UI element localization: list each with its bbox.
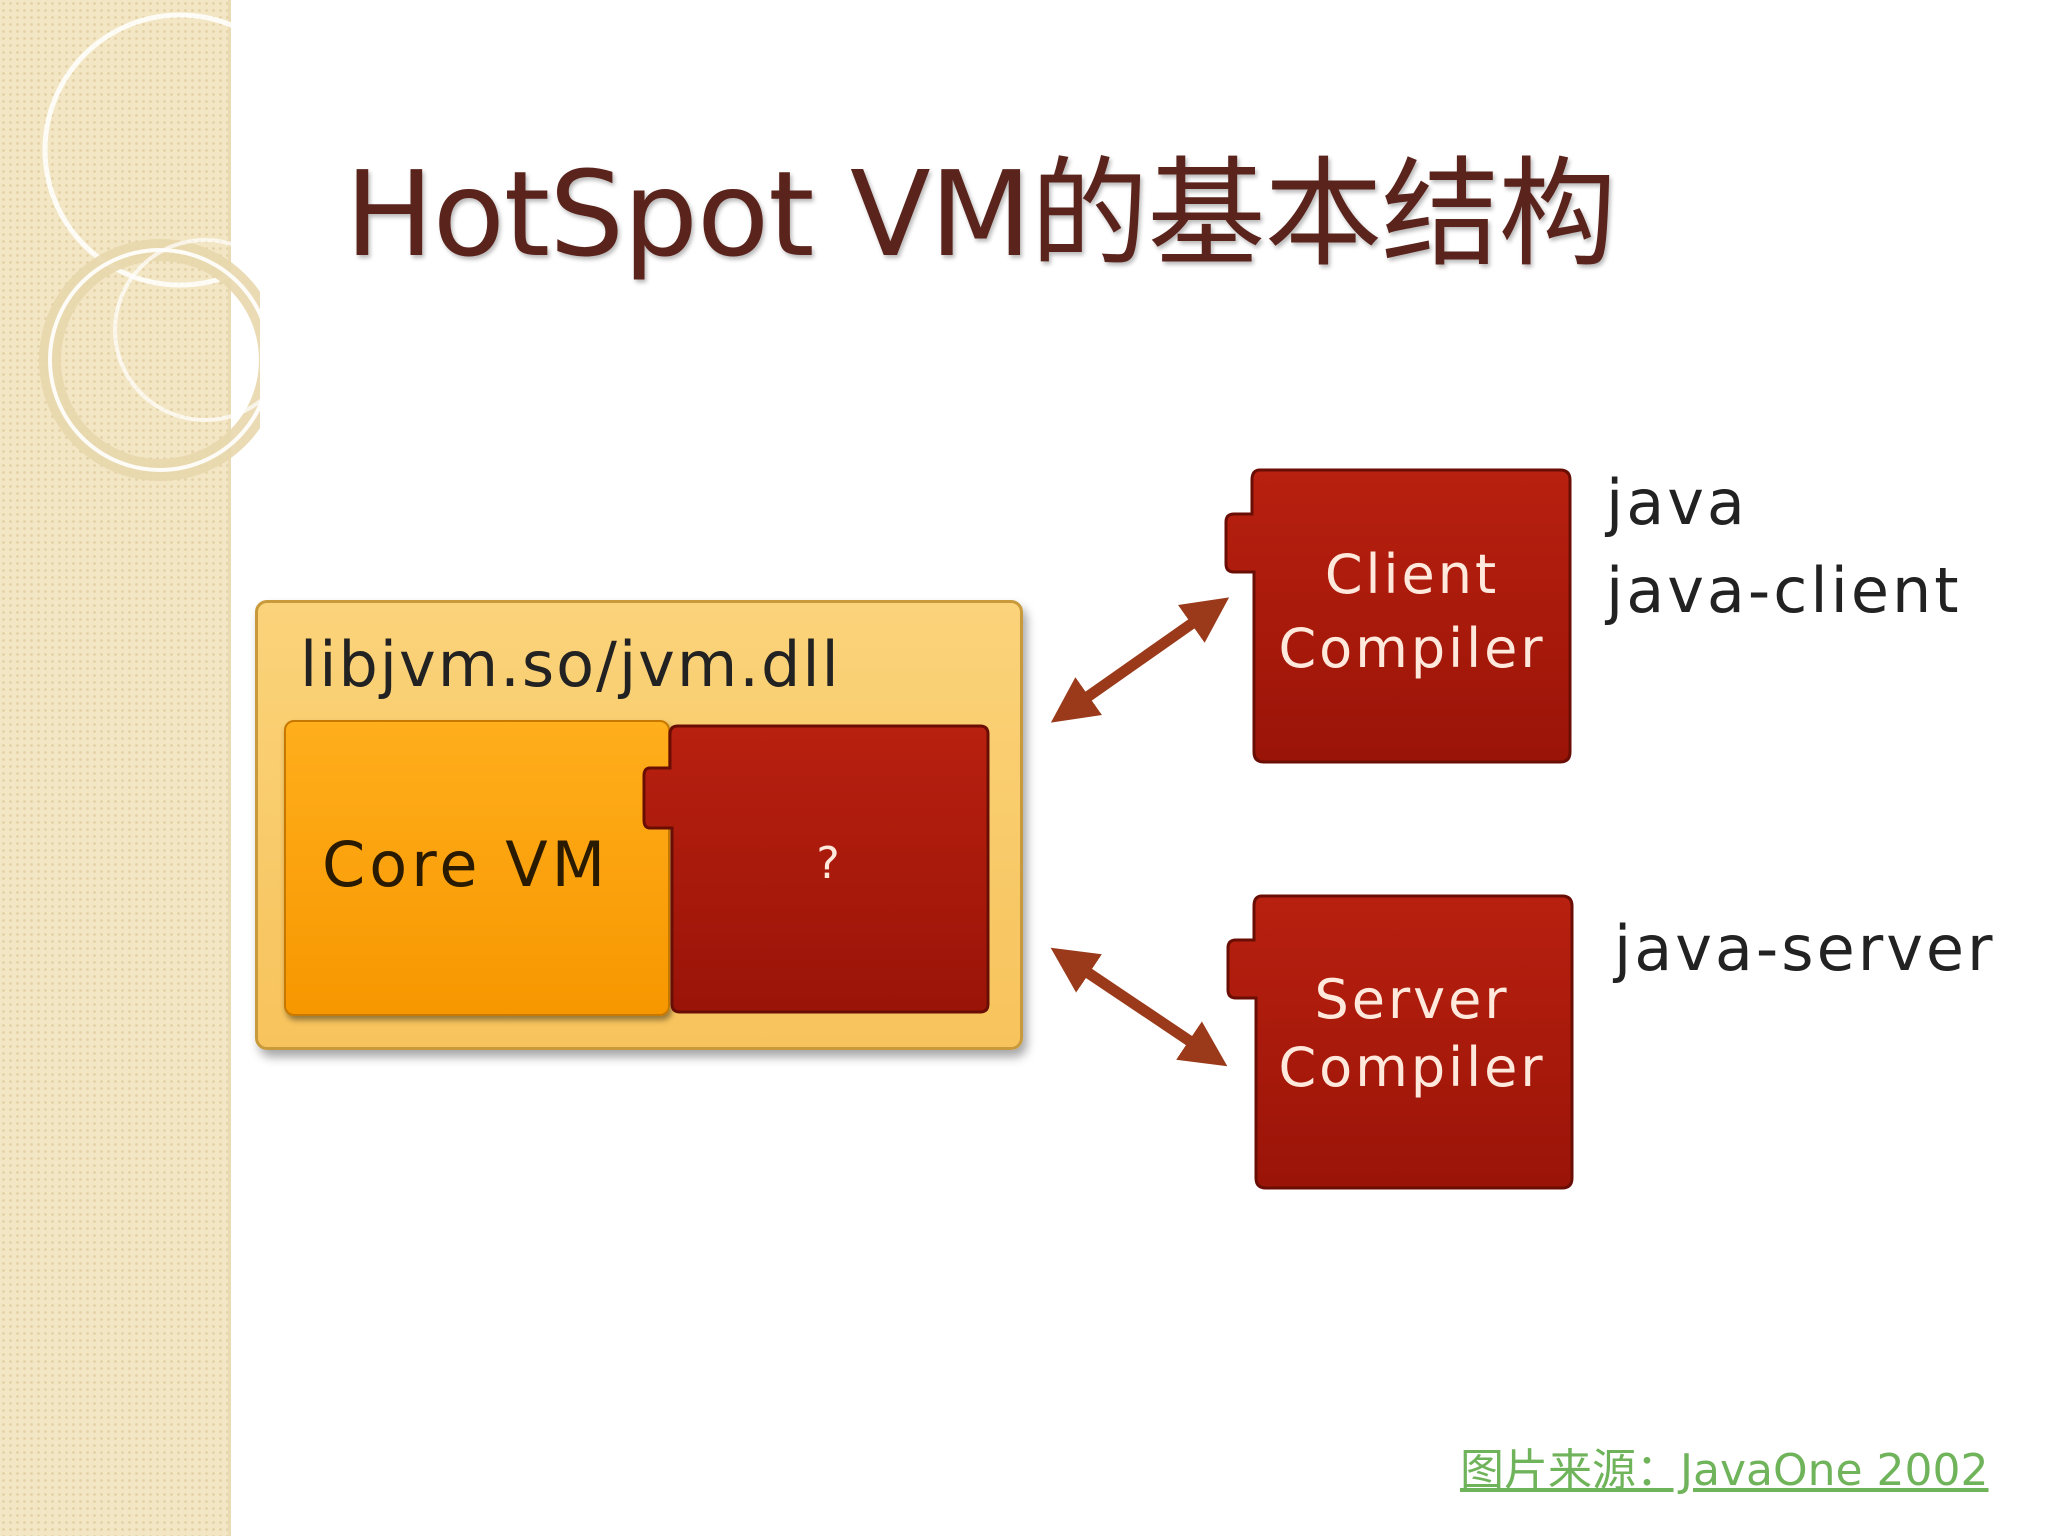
client-command-java: java — [1606, 466, 1748, 539]
client-compiler-piece — [1224, 468, 1572, 764]
core-vm-label: Core VM — [322, 828, 610, 901]
server-compiler-piece — [1226, 894, 1574, 1190]
server-compiler-label: Server Compiler — [1262, 966, 1562, 1102]
libjvm-label: libjvm.so/jvm.dll — [300, 628, 841, 701]
client-command-java-client: java-client — [1606, 554, 1962, 627]
unknown-compiler-piece — [642, 724, 990, 1014]
core-vm-block — [284, 720, 670, 1016]
server-compiler-label-line1: Server — [1314, 968, 1510, 1031]
server-compiler-label-line2: Compiler — [1278, 1036, 1546, 1099]
server-command-java-server: java-server — [1614, 912, 1996, 985]
slide-title: HotSpot VM的基本结构 — [345, 145, 1616, 283]
image-source-link[interactable]: 图片来源：JavaOne 2002 — [1460, 1445, 1989, 1496]
client-compiler-label: Client Compiler — [1262, 538, 1562, 686]
server-link-arrow — [1050, 947, 1228, 1067]
decorative-rings — [39, 12, 260, 481]
unknown-piece-label: ? — [816, 838, 840, 889]
client-compiler-label-line2: Compiler — [1278, 617, 1546, 680]
client-compiler-label-line1: Client — [1324, 543, 1500, 606]
client-link-arrow — [1050, 597, 1230, 723]
